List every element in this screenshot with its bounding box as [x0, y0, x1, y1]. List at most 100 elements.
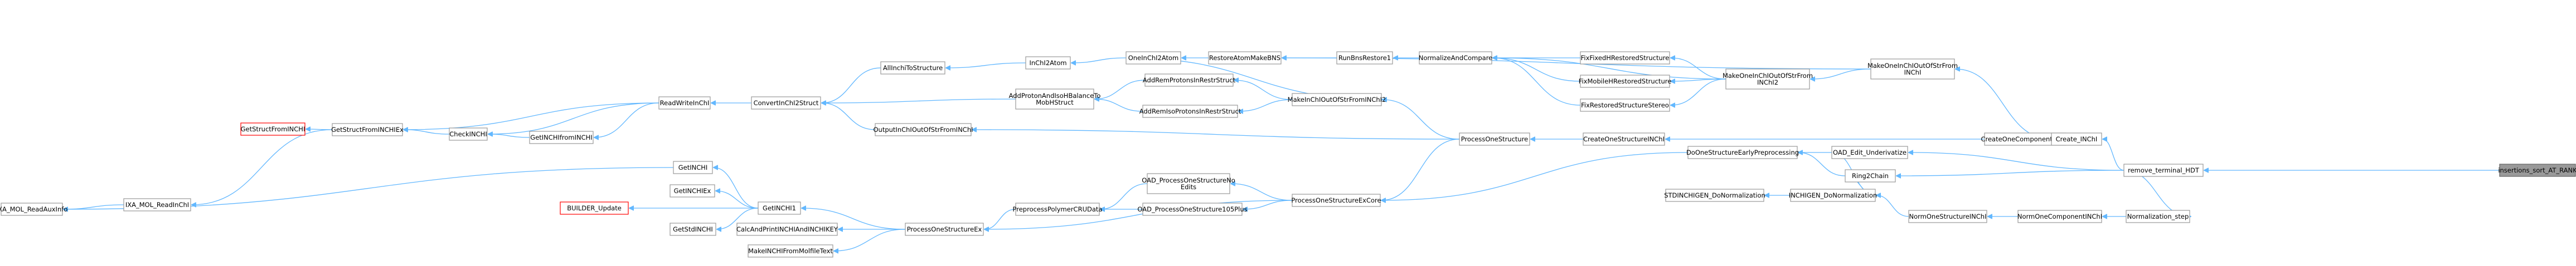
node-makeinchifrommolfiletext[interactable]: MakeINCHIFromMolfileText: [748, 244, 833, 258]
node-createonestructureinchi[interactable]: CreateOneStructureINChI: [1583, 132, 1665, 146]
node-getstructfrominchiex[interactable]: GetStructFromINCHIEx: [331, 123, 404, 136]
node-doonestructureearlypreprocessing[interactable]: DoOneStructureEarlyPreprocessing: [1686, 146, 1799, 159]
edge-addremisoprotonsinrestrstruct-to-addprotonandisohbalancetomobhstruct: [1095, 99, 1143, 112]
node-box-makeinchifrommolfiletext: [748, 244, 833, 258]
node-checkinchi[interactable]: CheckINCHI: [449, 127, 488, 141]
node-inchigen-donormalization[interactable]: INCHIGEN_DoNormalization: [1789, 189, 1877, 202]
node-outputinchioutofstrfrominchi[interactable]: OutputInChIOutOfStrFromINChI: [873, 123, 973, 136]
node-readwriteinchi[interactable]: ReadWriteInChI: [658, 96, 711, 110]
node-builder-update[interactable]: BUILDER_Update: [560, 201, 629, 215]
node-label-insertions-sort-at-rank: insertions_sort_AT_RANK: [2498, 166, 2576, 174]
edge-makeoneinchioutofstrfrominchi2-to-normalizeandcompare: [1493, 58, 1726, 80]
node-box-oad-processonestructure105plus: [1142, 203, 1243, 216]
node-box-getinchi: [673, 161, 713, 174]
node-getinchi1[interactable]: GetINCHI1: [758, 201, 801, 215]
node-oad-edit-underivatize[interactable]: OAD_Edit_Underivatize: [1831, 146, 1908, 159]
edge-makeoneinchioutofstrfrominchi-to-makeoneinchioutofstrfrominchi2: [1811, 68, 1871, 79]
node-processonestructureex[interactable]: ProcessOneStructureEx: [905, 223, 984, 236]
node-normonecomponentinchi[interactable]: NormOneComponentINChI: [2017, 210, 2102, 223]
node-label-calcandprintinchiandinchikey: CalcAndPrintINCHIAndINCHIKEY: [736, 225, 838, 233]
node-box-readwriteinchi: [658, 96, 711, 110]
node-getinchiex[interactable]: GetINCHIEx: [670, 184, 715, 198]
node-box-runbnsrestore1: [1336, 51, 1393, 65]
node-label-fixrestoredstructurestereo: FixRestoredStructureStereo: [1581, 101, 1669, 109]
node-ixa-mol-readauxinfo[interactable]: IXA_MOL_ReadAuxInfo: [0, 203, 67, 216]
node-normalization-step[interactable]: Normalization_step: [2126, 210, 2190, 223]
node-getinchi[interactable]: GetINCHI: [673, 161, 713, 174]
node-label-restoreatommakebns: RestoreAtomMakeBNS: [1209, 54, 1280, 62]
node-ixa-mol-readinchi[interactable]: IXA_MOL_ReadInChI: [123, 198, 191, 211]
node-label-normonecomponentinchi: NormOneComponentINChI: [2017, 213, 2102, 220]
edge-oad-processonestructurenoedits-to-preprocesspolymercrudata: [1100, 183, 1148, 209]
edge-normonestructureinchi-to-inchigen-donormalization: [1876, 195, 1909, 217]
node-ring2chain[interactable]: Ring2Chain: [1845, 169, 1896, 183]
node-fixfixedhrestoredstructure[interactable]: FixFixedHRestoredStructure: [1580, 51, 1670, 65]
node-label-getstructfrominchiex: GetStructFromINCHIEx: [331, 126, 404, 134]
node-label-processonestructureex: ProcessOneStructureEx: [907, 225, 982, 233]
node-box-createonestructureinchi: [1583, 132, 1665, 146]
node-box-oad-processonestructurenoedits: [1147, 173, 1230, 194]
node-label-createonestructureinchi: CreateOneStructureINChI: [1583, 135, 1665, 143]
edge-outputinchioutofstrfrominchi-to-convertinchi2struct: [822, 103, 876, 130]
node-label-getstdinchi: GetStdINCHI: [673, 225, 713, 233]
node-box-addremprotonsinrestrstruct: [1144, 73, 1234, 87]
node-getstdinchi[interactable]: GetStdINCHI: [670, 223, 716, 236]
node-getinchifrominchi[interactable]: GetINCHIfromINCHI: [529, 131, 594, 144]
node-runbnsrestore1[interactable]: RunBnsRestore1: [1336, 51, 1393, 65]
node-box-processonestructure: [1459, 132, 1530, 146]
node-remove-terminal-hdt[interactable]: remove_terminal_HDT: [2123, 164, 2204, 177]
node-label-normalization-step: Normalization_step: [2127, 213, 2189, 220]
node-label-oneinchi2atom: OneInChI2Atom: [1128, 54, 1179, 62]
node-label-addprotonandisohbalancetomobhstruct-line-1: AddProtonAndIsoHBalanceTo: [1009, 92, 1101, 100]
node-box-makeinchioutofstrfrominchi2: [1292, 93, 1382, 106]
node-create-inchi[interactable]: Create_INChI: [2051, 132, 2102, 146]
node-preprocesspolymercrudata[interactable]: PreprocessPolymerCRUData: [1013, 203, 1103, 216]
node-oad-processonestructure105plus[interactable]: OAD_ProcessOneStructure105Plus: [1137, 203, 1248, 216]
node-convertinchi2struct[interactable]: ConvertInChI2Struct: [751, 96, 821, 110]
node-box-fixrestoredstructurestereo: [1580, 98, 1670, 112]
node-processonestructureexcore[interactable]: ProcessOneStructureExCore: [1291, 194, 1381, 207]
node-label-oad-processonestructurenoedits-line-1: OAD_ProcessOneStructureNo: [1142, 176, 1235, 184]
node-label-create-inchi: Create_INChI: [2056, 135, 2098, 143]
edge-processonestructure-to-makeinchioutofstrfrominchi2: [1382, 100, 1460, 140]
node-processonestructure[interactable]: ProcessOneStructure: [1459, 132, 1530, 146]
node-fixrestoredstructurestereo[interactable]: FixRestoredStructureStereo: [1580, 98, 1670, 112]
node-label-doonestructureearlypreprocessing: DoOneStructureEarlyPreprocessing: [1686, 149, 1799, 156]
edge-getinchi1-to-getstdinchi: [717, 208, 759, 229]
node-label-readwriteinchi: ReadWriteInChI: [660, 99, 710, 107]
node-calcandprintinchiandinchikey[interactable]: CalcAndPrintINCHIAndINCHIKEY: [736, 223, 838, 236]
node-label-remove-terminal-hdt: remove_terminal_HDT: [2128, 166, 2200, 174]
node-allinchitostructure[interactable]: AllInchiToStructure: [880, 61, 945, 75]
node-box-getstructfrominchi: [240, 122, 305, 136]
node-normalizeandcompare[interactable]: NormalizeAndCompare: [1419, 51, 1493, 65]
edge-makeoneinchioutofstrfrominchi2-to-fixfixedhrestoredstructure: [1671, 58, 1726, 80]
node-inchi2atom[interactable]: InChI2Atom: [1025, 56, 1071, 70]
node-label-processonestructureexcore: ProcessOneStructureExCore: [1291, 196, 1381, 204]
node-normonestructureinchi[interactable]: NormOneStructureINChI: [1908, 210, 1987, 223]
node-insertions-sort-at-rank[interactable]: insertions_sort_AT_RANK: [2498, 164, 2576, 177]
node-label-getinchifrominchi: GetINCHIfromINCHI: [530, 134, 592, 141]
node-fixmobilehrestoredstructure[interactable]: FixMobileHRestoredStructure: [1579, 75, 1672, 88]
node-label-makeinchioutofstrfrominchi2: MakeInChIOutOfStrFromINChI2: [1288, 96, 1386, 104]
node-box-getinchiex: [670, 184, 715, 198]
node-restoreatommakebns[interactable]: RestoreAtomMakeBNS: [1208, 51, 1282, 65]
node-label-makeinchifrommolfiletext: MakeINCHIFromMolfileText: [748, 247, 833, 255]
node-label-addremisoprotonsinrestrstruct: AddRemIsoProtonsInRestrStruct: [1139, 107, 1241, 115]
node-addremprotonsinrestrstruct[interactable]: AddRemProtonsInRestrStruct: [1143, 73, 1236, 87]
edge-getinchi1-to-getinchi: [714, 168, 759, 209]
node-stdinchigen-donormalization[interactable]: STDINCHIGEN_DoNormalization: [1664, 189, 1765, 202]
node-box-processonestructureexcore: [1292, 194, 1381, 207]
node-getstructfrominchi[interactable]: GetStructFromINCHI: [240, 122, 305, 136]
node-makeinchioutofstrfrominchi2[interactable]: MakeInChIOutOfStrFromINChI2: [1288, 93, 1386, 106]
node-box-addprotonandisohbalancetomobhstruct: [1015, 88, 1094, 110]
node-oneinchi2atom[interactable]: OneInChI2Atom: [1126, 51, 1181, 65]
node-label-ixa-mol-readauxinfo: IXA_MOL_ReadAuxInfo: [0, 205, 67, 213]
node-label-normonestructureinchi: NormOneStructureINChI: [1909, 213, 1987, 220]
node-addremisoprotonsinrestrstruct[interactable]: AddRemIsoProtonsInRestrStruct: [1139, 105, 1241, 118]
node-label-allinchitostructure: AllInchiToStructure: [883, 64, 943, 72]
node-createonecomponentinchi[interactable]: CreateOneComponentINChI: [1981, 132, 2070, 146]
